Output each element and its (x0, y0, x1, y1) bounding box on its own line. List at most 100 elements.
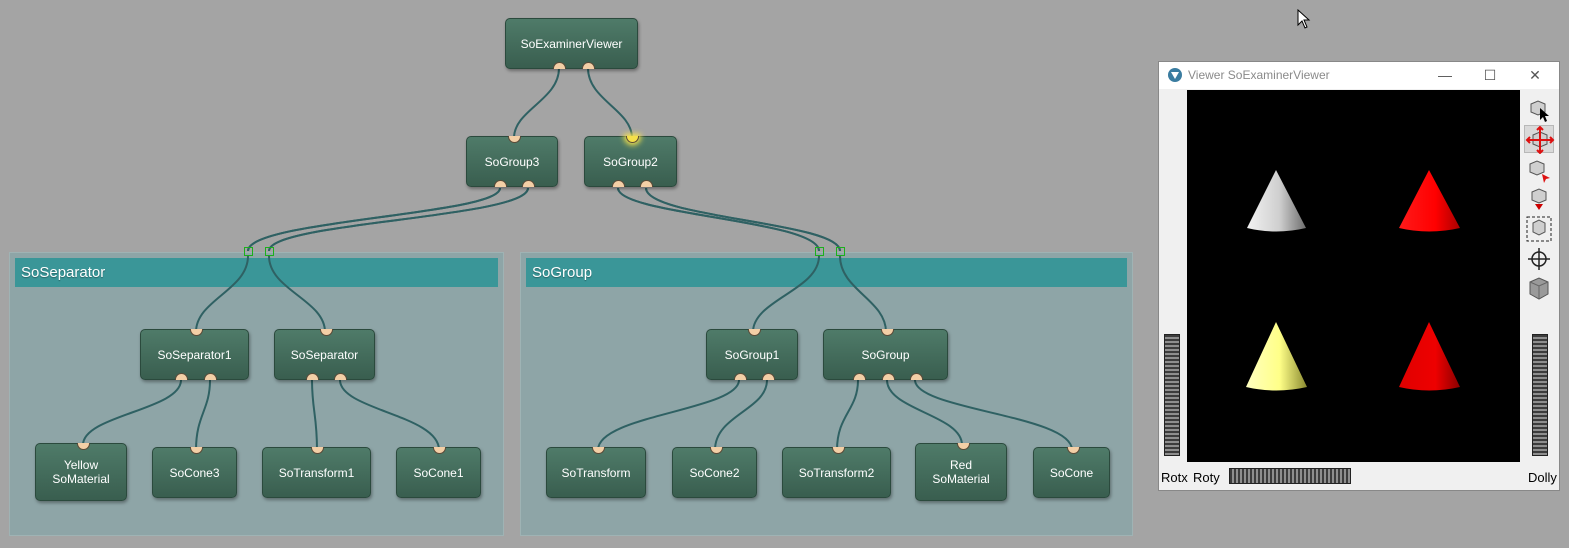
node-label: SoCone3 (169, 465, 220, 480)
output-port[interactable] (553, 62, 566, 69)
input-port[interactable] (320, 329, 333, 336)
viewer-titlebar[interactable]: Viewer SoExaminerViewer — ☐ ✕ (1159, 62, 1559, 89)
node-label: SoGroup1 (724, 347, 780, 362)
red-cone-bottom (1399, 322, 1460, 391)
output-port[interactable] (853, 373, 866, 380)
node-label: SoCone2 (689, 465, 740, 480)
input-port[interactable] (832, 447, 845, 454)
view-all-button[interactable] (1524, 215, 1554, 243)
output-port[interactable] (882, 373, 895, 380)
input-port[interactable] (748, 329, 761, 336)
input-port[interactable] (311, 447, 324, 454)
node-sotransform1[interactable]: SoTransform1 (262, 447, 371, 498)
input-port[interactable] (881, 329, 894, 336)
output-port[interactable] (734, 373, 747, 380)
group-title[interactable]: SoSeparator (15, 258, 498, 287)
dolly-label: Dolly (1528, 470, 1557, 485)
output-port[interactable] (306, 373, 319, 380)
roty-wheel[interactable] (1229, 468, 1351, 484)
node-label: SoSeparator1 (157, 347, 232, 362)
group-input-port[interactable] (265, 247, 274, 256)
node-label: Yellow SoMaterial (52, 458, 110, 486)
rotx-wheel[interactable] (1164, 334, 1180, 456)
output-port[interactable] (175, 373, 188, 380)
node-label: SoGroup3 (484, 154, 540, 169)
node-sogroup2[interactable]: SoGroup2 (584, 136, 677, 187)
node-label: SoCone (1049, 465, 1094, 480)
group-title[interactable]: SoGroup (526, 258, 1127, 287)
node-sotransform[interactable]: SoTransform (546, 447, 646, 498)
group-input-port[interactable] (815, 247, 824, 256)
viewer-app-icon (1168, 68, 1182, 82)
input-port-active[interactable] (626, 136, 639, 143)
output-port[interactable] (204, 373, 217, 380)
home-button[interactable] (1524, 186, 1554, 214)
group-input-port[interactable] (836, 247, 845, 256)
render-viewport[interactable] (1187, 90, 1520, 462)
pick-mode-button[interactable] (1524, 96, 1554, 124)
input-port[interactable] (508, 136, 521, 143)
node-sogroup1[interactable]: SoGroup1 (706, 329, 798, 380)
minimize-button[interactable]: — (1438, 67, 1452, 83)
node-label: SoSeparator (290, 347, 359, 362)
projection-button[interactable] (1524, 275, 1554, 303)
node-soexaminerviewer[interactable]: SoExaminerViewer (505, 18, 638, 69)
dolly-wheel[interactable] (1532, 334, 1548, 456)
home-icon (1531, 188, 1547, 210)
input-port[interactable] (592, 447, 605, 454)
node-label: SoTransform1 (278, 465, 355, 480)
output-port[interactable] (612, 180, 625, 187)
output-port[interactable] (334, 373, 347, 380)
red-cone-top (1399, 170, 1460, 232)
input-port[interactable] (433, 447, 446, 454)
seek-icon (1529, 160, 1550, 183)
node-socone2[interactable]: SoCone2 (672, 447, 757, 498)
node-red-somaterial[interactable]: Red SoMaterial (915, 443, 1007, 501)
viewer-window[interactable]: Viewer SoExaminerViewer — ☐ ✕ Rotx Roty … (1158, 61, 1560, 491)
output-port[interactable] (494, 180, 507, 187)
node-label: SoCone1 (413, 465, 464, 480)
node-label: SoTransform (561, 465, 631, 480)
node-yellow-somaterial[interactable]: Yellow SoMaterial (35, 443, 127, 501)
node-socone3[interactable]: SoCone3 (152, 447, 237, 498)
node-sogroup[interactable]: SoGroup (823, 329, 948, 380)
node-soseparator1[interactable]: SoSeparator1 (140, 329, 249, 380)
output-port[interactable] (522, 180, 535, 187)
view-all-icon (1526, 216, 1552, 242)
node-socone1[interactable]: SoCone1 (396, 447, 481, 498)
gray-cone (1247, 170, 1306, 232)
input-port[interactable] (710, 447, 723, 454)
node-label: SoGroup (861, 347, 910, 362)
pick-mode-icon (1530, 100, 1549, 122)
maximize-button[interactable]: ☐ (1483, 66, 1497, 83)
output-port[interactable] (762, 373, 775, 380)
close-button[interactable]: ✕ (1529, 66, 1541, 83)
group-input-port[interactable] (244, 247, 253, 256)
roty-label: Roty (1193, 470, 1220, 485)
mouse-cursor-icon (1297, 9, 1311, 29)
node-label: SoGroup2 (603, 154, 658, 169)
viewer-title: Viewer SoExaminerViewer (1188, 68, 1330, 82)
input-port[interactable] (190, 447, 203, 454)
node-label: SoExaminerViewer (520, 36, 623, 51)
view-mode-button[interactable] (1524, 125, 1555, 155)
node-soseparator[interactable]: SoSeparator (274, 329, 375, 380)
seek-button[interactable] (1524, 156, 1554, 184)
output-port[interactable] (910, 373, 923, 380)
node-sogroup3[interactable]: SoGroup3 (466, 136, 558, 187)
input-port[interactable] (1067, 447, 1080, 454)
output-port[interactable] (582, 62, 595, 69)
input-port[interactable] (190, 329, 203, 336)
node-label: Red SoMaterial (932, 458, 990, 486)
node-label: SoTransform2 (798, 465, 875, 480)
input-port[interactable] (77, 443, 90, 450)
node-sotransform2[interactable]: SoTransform2 (782, 447, 891, 498)
set-home-button[interactable] (1524, 245, 1554, 273)
output-port[interactable] (640, 180, 653, 187)
crosshair-icon (1528, 248, 1550, 270)
node-socone[interactable]: SoCone (1033, 447, 1110, 498)
input-port[interactable] (957, 443, 970, 450)
projection-cube-icon (1529, 277, 1549, 300)
rotx-label: Rotx (1161, 470, 1188, 485)
